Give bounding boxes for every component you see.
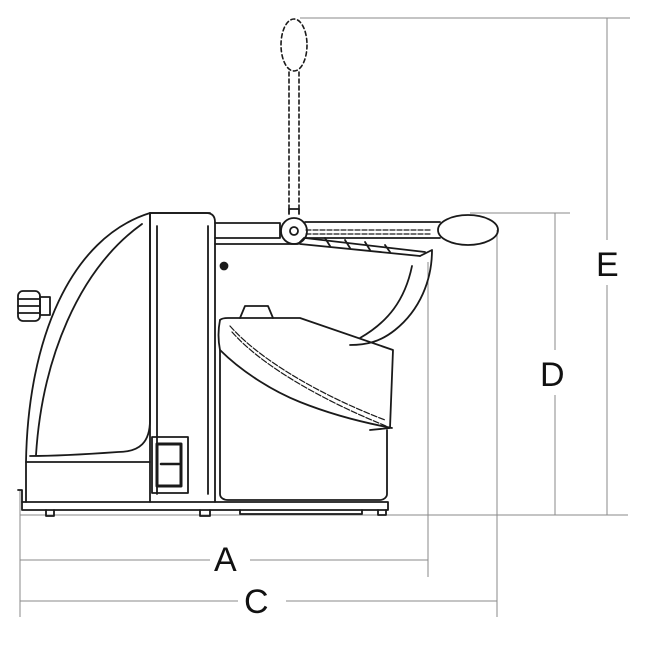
dimension-label-a: A bbox=[214, 541, 237, 579]
base-plate bbox=[17, 489, 389, 517]
dimension-lines bbox=[19, 17, 630, 617]
column-screw bbox=[219, 261, 229, 271]
power-switch bbox=[151, 436, 189, 494]
dimension-label-c: C bbox=[244, 583, 269, 621]
dimension-label-d: D bbox=[540, 356, 565, 394]
machine-outline bbox=[17, 18, 499, 517]
grater-drawer bbox=[217, 305, 394, 501]
hopper-chute bbox=[349, 249, 433, 346]
dimension-label-e: E bbox=[596, 246, 619, 284]
side-knob bbox=[17, 290, 51, 322]
motor-housing bbox=[25, 212, 211, 503]
operating-lever bbox=[280, 208, 499, 257]
raised-lever-dashed bbox=[280, 18, 308, 211]
central-column bbox=[149, 212, 216, 503]
